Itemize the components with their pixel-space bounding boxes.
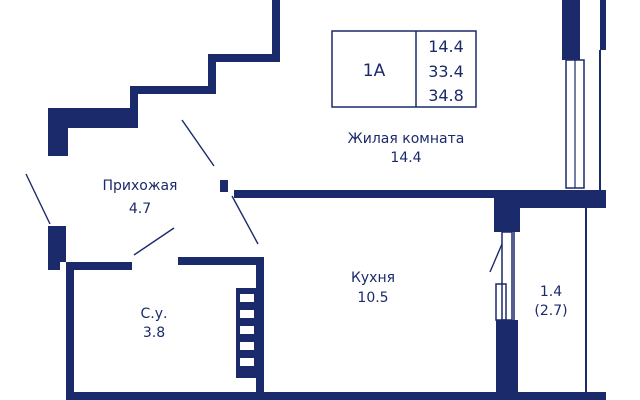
wall-segment xyxy=(600,0,606,50)
wall-notch xyxy=(60,262,66,276)
wall-segment xyxy=(220,180,228,192)
living-room-area: 14.4 xyxy=(390,150,421,166)
kitchen-area: 10.5 xyxy=(357,290,388,306)
wall-segment xyxy=(256,257,264,400)
living-room-name: Жилая комната xyxy=(348,131,465,147)
vent-slot xyxy=(240,294,254,302)
wall-segment xyxy=(234,190,514,198)
wall-segment xyxy=(178,257,264,265)
wall-segment xyxy=(48,108,68,156)
wall-segment xyxy=(130,86,138,128)
balcony-door xyxy=(495,283,507,321)
door-swings xyxy=(25,119,503,273)
wall-segment xyxy=(48,108,138,128)
wall-segment xyxy=(66,262,74,400)
apartment-type: 1А xyxy=(363,61,386,81)
wall-segment xyxy=(496,320,518,392)
vent-slot xyxy=(240,342,254,350)
wall-segment xyxy=(215,54,280,62)
windows xyxy=(495,50,601,392)
bathroom-name: С.у. xyxy=(141,306,168,322)
wall-segment xyxy=(208,54,216,92)
living-area-value: 14.4 xyxy=(428,37,464,56)
vent-slot xyxy=(240,326,254,334)
wall-segment xyxy=(130,86,216,94)
wall-segment xyxy=(562,0,580,60)
hall-area: 4.7 xyxy=(129,201,151,217)
walls xyxy=(48,0,606,400)
vent-slot xyxy=(240,358,254,366)
balcony-area-full: (2.7) xyxy=(534,303,567,319)
hall-name: Прихожая xyxy=(103,178,178,194)
total-area-value: 33.4 xyxy=(428,62,464,81)
wall-segment xyxy=(48,226,66,268)
wall-segment xyxy=(494,190,520,232)
window-kitchen xyxy=(501,231,513,321)
apartment-badge: 1А 14.4 33.4 34.8 xyxy=(331,30,477,108)
wall-segment xyxy=(66,392,606,400)
bathroom-area: 3.8 xyxy=(143,325,165,341)
kitchen-name: Кухня xyxy=(351,270,395,286)
wall-segment xyxy=(516,190,606,208)
vent-slot xyxy=(240,310,254,318)
badge-frame xyxy=(331,30,477,108)
wall-segment xyxy=(272,0,280,60)
total-area-with-balcony-value: 34.8 xyxy=(428,86,464,105)
balcony-area: 1.4 xyxy=(540,284,562,300)
wall-segment xyxy=(48,262,132,270)
